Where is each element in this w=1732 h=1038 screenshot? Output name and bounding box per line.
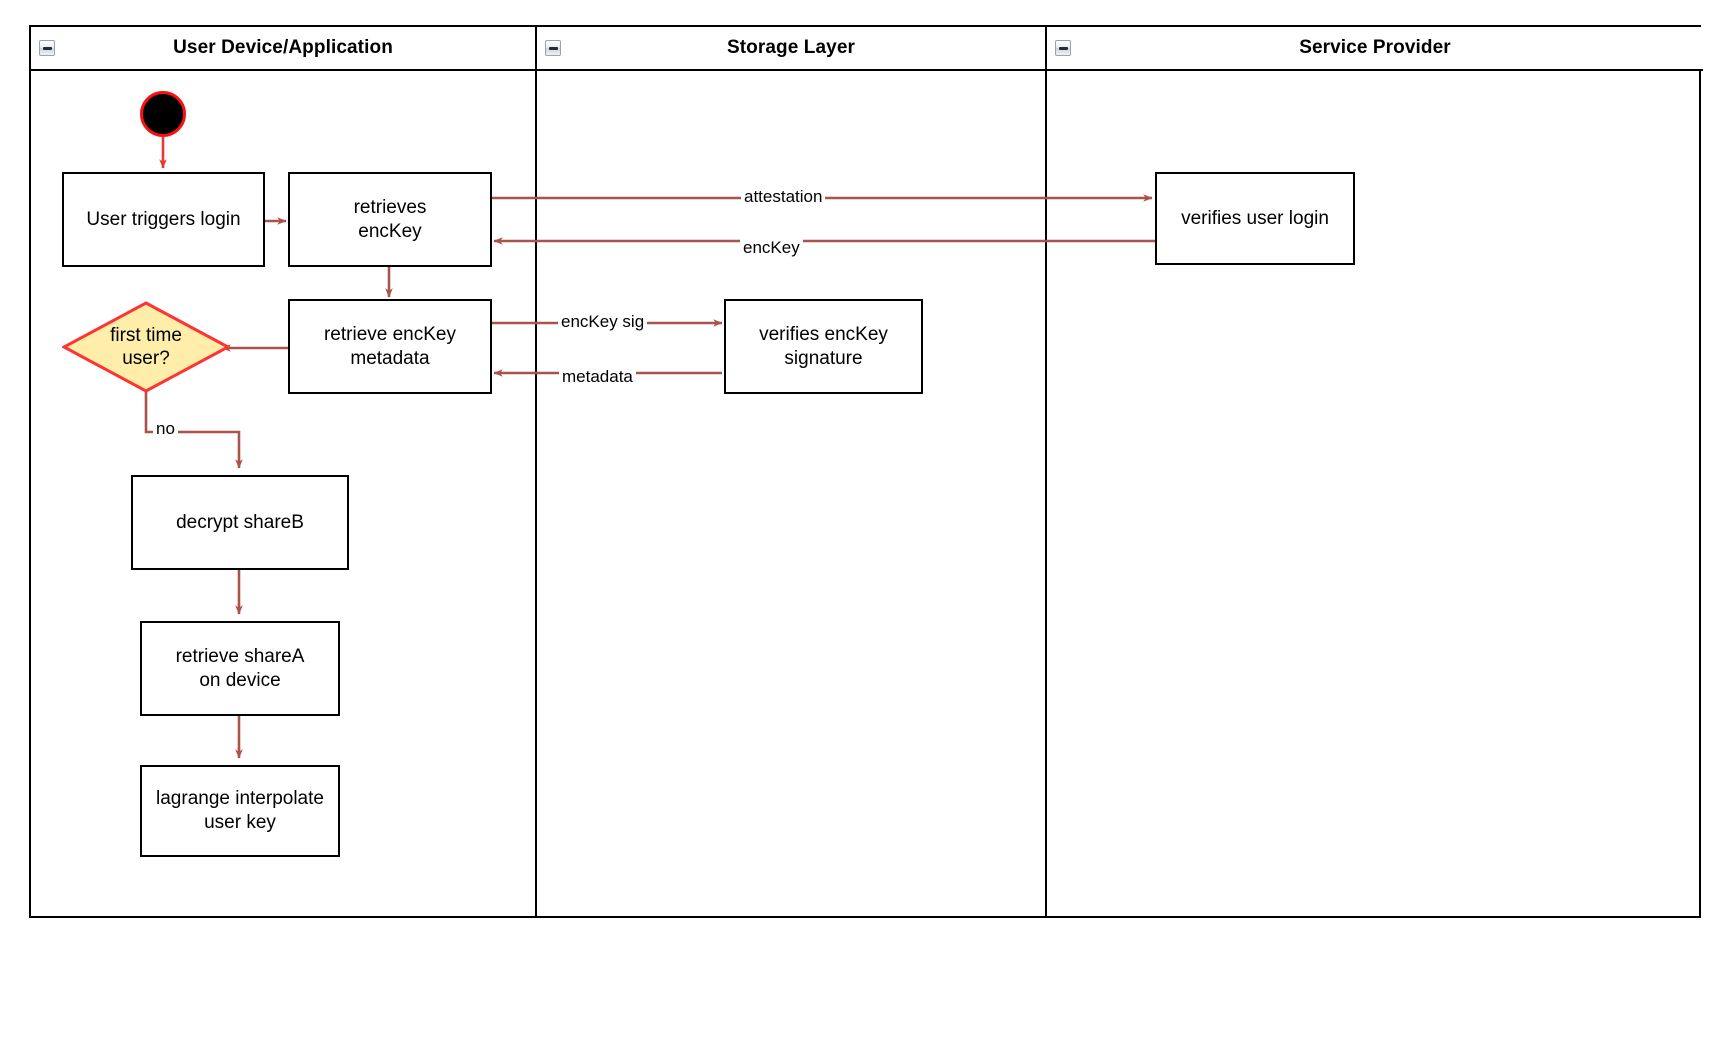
edge-label-enckey: encKey (740, 238, 803, 258)
node-user-triggers-login[interactable]: User triggers login (62, 172, 265, 267)
minus-box-icon[interactable] (39, 40, 55, 56)
lane-header-user-device: User Device/Application (31, 27, 535, 71)
node-verifies-enckey-signature[interactable]: verifies encKey signature (724, 299, 923, 394)
lane-service-provider[interactable]: Service Provider (1045, 27, 1703, 916)
lane-body-service-provider (1047, 71, 1703, 916)
lane-storage-layer[interactable]: Storage Layer (535, 27, 1045, 916)
node-retrieve-sharea[interactable]: retrieve shareA on device (140, 621, 340, 716)
node-first-time-user-label: first time user? (110, 324, 182, 369)
diamond-shape (62, 301, 230, 393)
minus-box-icon[interactable] (545, 40, 561, 56)
start-node-icon (140, 91, 186, 137)
lane-header-service-provider: Service Provider (1047, 27, 1703, 71)
node-lagrange-interpolate[interactable]: lagrange interpolate user key (140, 765, 340, 857)
minus-box-icon[interactable] (1055, 40, 1071, 56)
node-verifies-user-login[interactable]: verifies user login (1155, 172, 1355, 265)
lane-title-user-device: User Device/Application (173, 37, 393, 58)
node-retrieves-enckey[interactable]: retrieves encKey (288, 172, 492, 267)
edge-label-enckey-sig: encKey sig (558, 312, 648, 332)
edge-label-metadata: metadata (559, 367, 636, 387)
lane-title-service-provider: Service Provider (1299, 37, 1451, 58)
node-first-time-user[interactable]: first time user? (62, 301, 230, 393)
edge-label-attestation: attestation (741, 187, 826, 207)
lane-header-storage-layer: Storage Layer (537, 27, 1045, 71)
node-retrieve-enckey-metadata[interactable]: retrieve encKey metadata (288, 299, 492, 394)
node-decrypt-shareb[interactable]: decrypt shareB (131, 475, 349, 570)
lane-title-storage-layer: Storage Layer (726, 37, 856, 58)
edge-label-no: no (153, 419, 178, 439)
